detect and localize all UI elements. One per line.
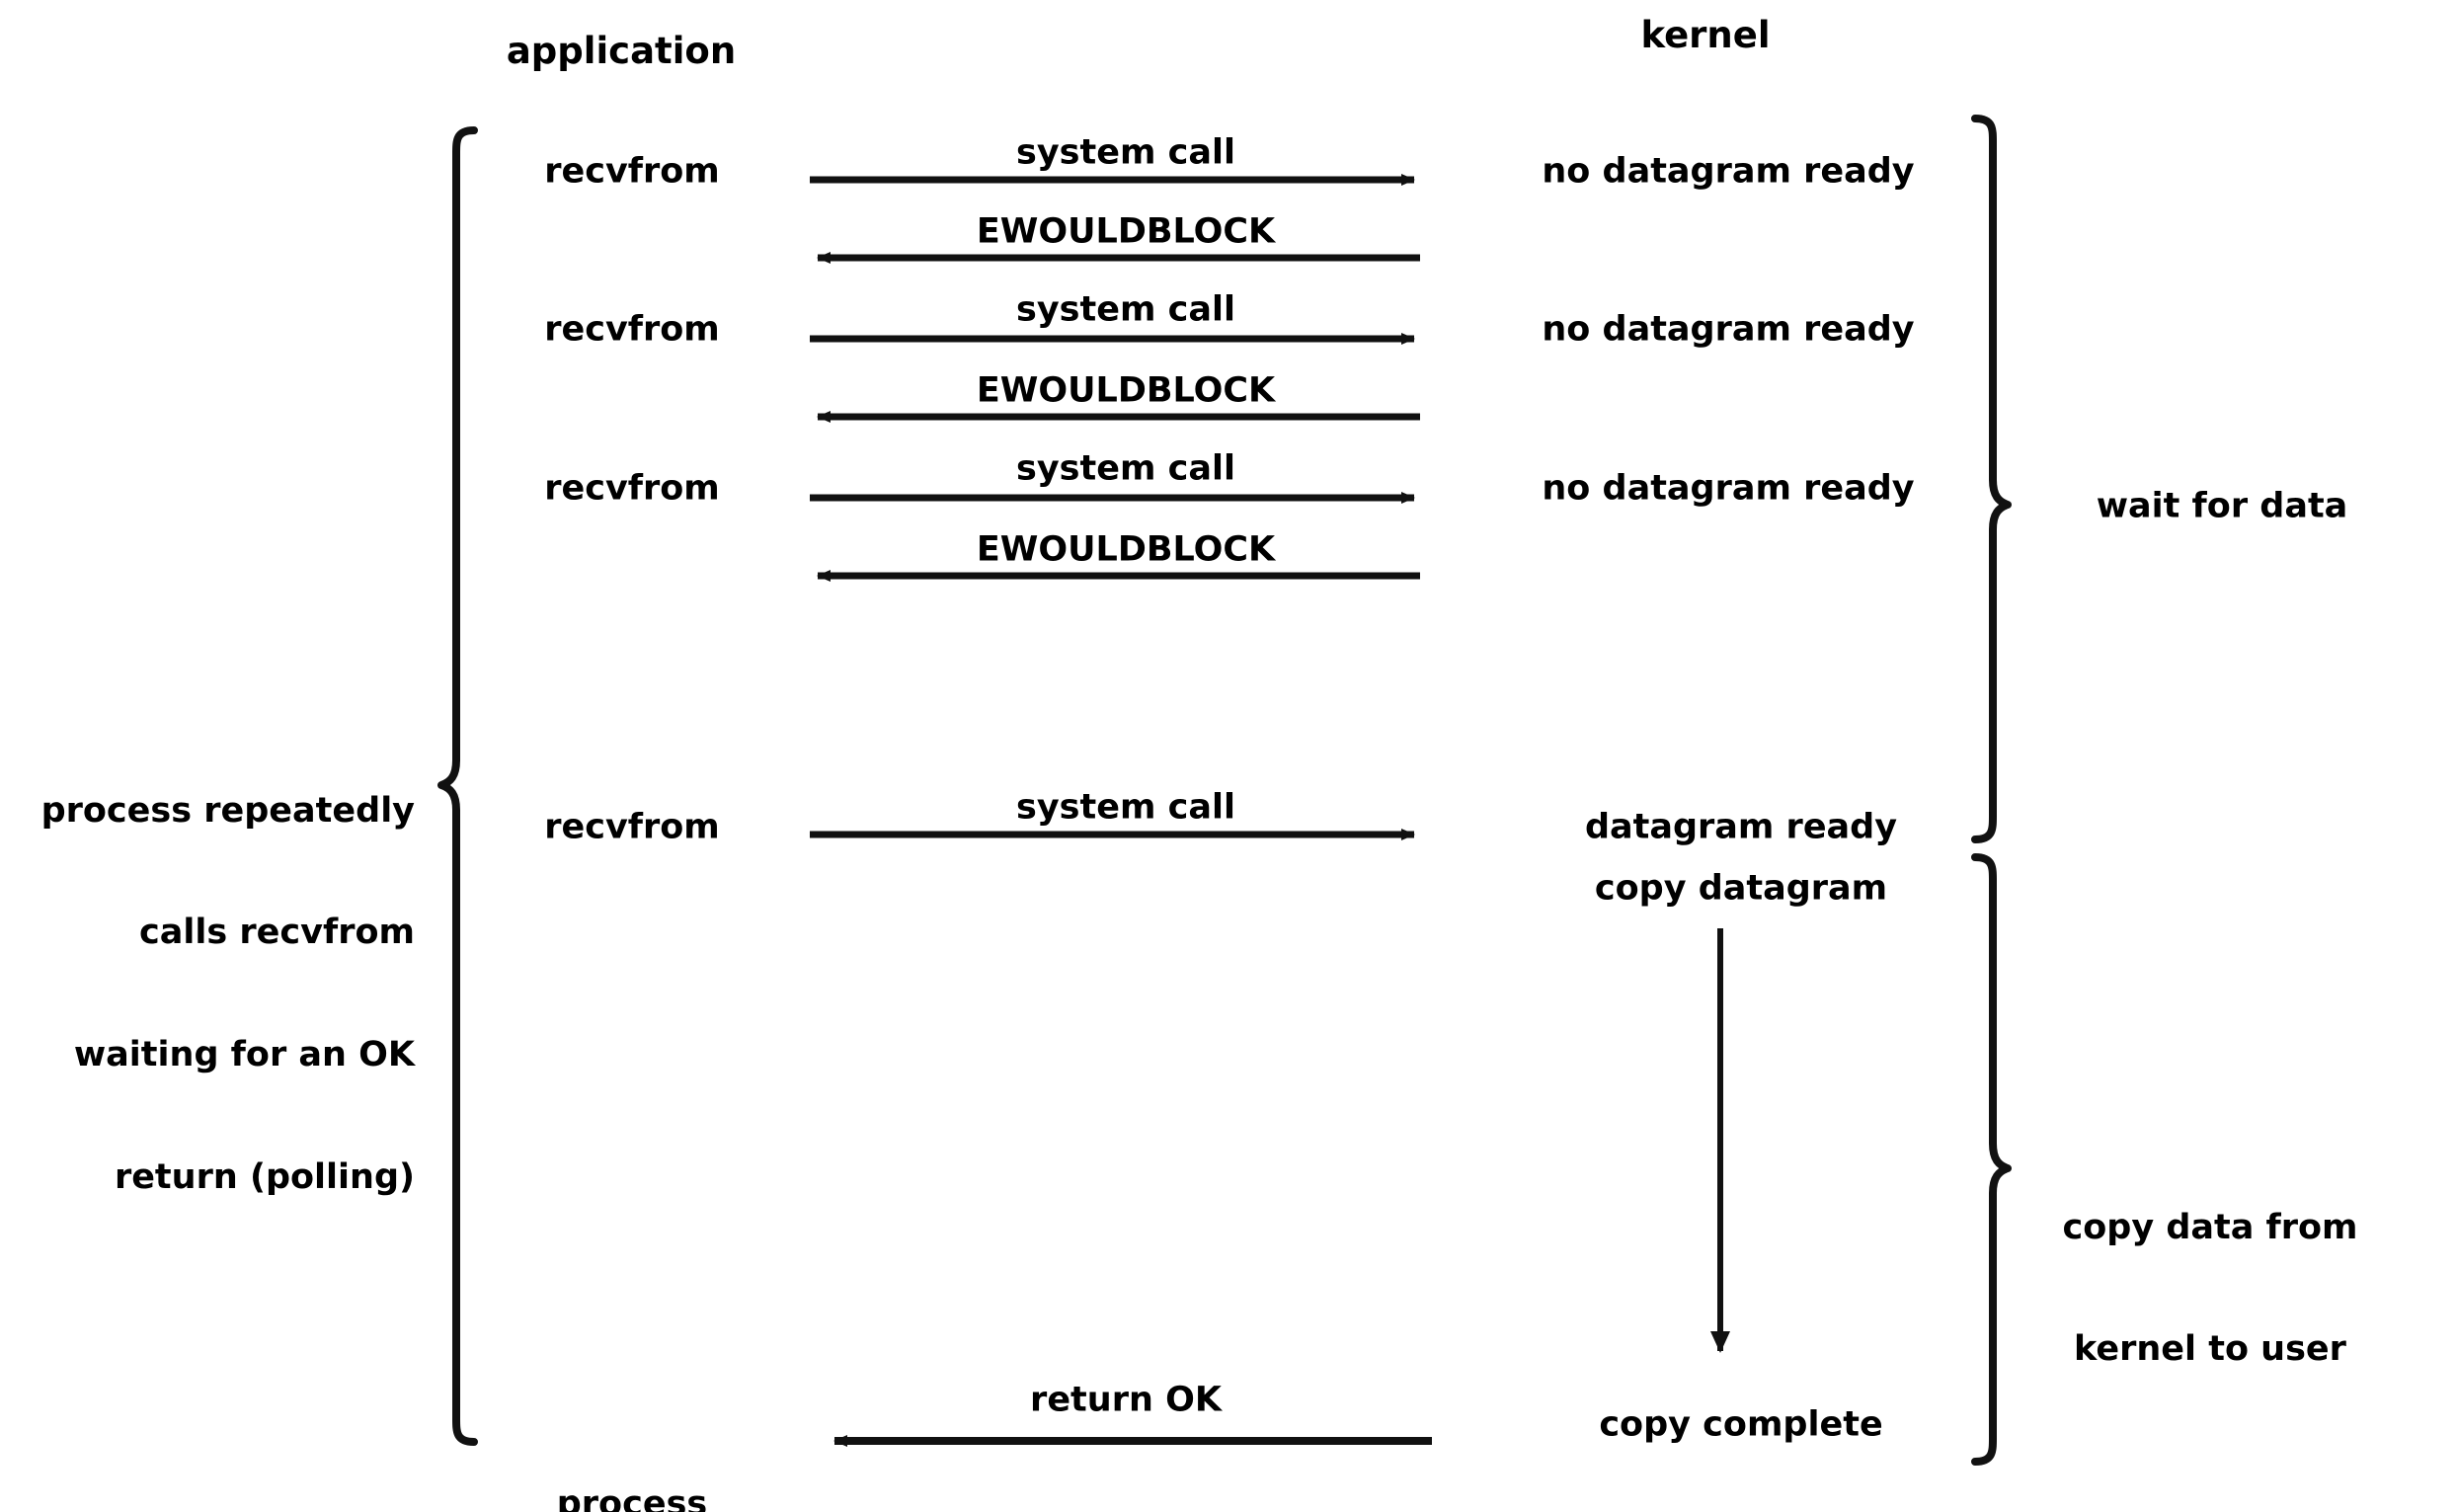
- kernel-node-no-datagram-ready-2: no datagram ready: [1542, 309, 1915, 350]
- left-note-line-4: return (polling): [114, 1157, 415, 1198]
- kernel-node-no-datagram-ready-1: no datagram ready: [1542, 151, 1915, 192]
- brace-process-polling: [437, 126, 478, 1446]
- arrow-label-ewouldblock-2: EWOULDBLOCK: [976, 370, 1276, 411]
- arrow-label-ewouldblock-3: EWOULDBLOCK: [976, 529, 1276, 570]
- brace-label-copy-data-line-2: kernel to user: [2074, 1329, 2346, 1370]
- arrow-label-system-call-4: system call: [1016, 787, 1235, 828]
- brace-copy-data: [1971, 853, 2012, 1466]
- left-note-line-3: waiting for an OK: [73, 1035, 415, 1075]
- kernel-node-copy-complete: copy complete: [1599, 1404, 1883, 1445]
- app-node-recvfrom-2: recvfrom: [544, 309, 720, 350]
- arrow-label-system-call-3: system call: [1016, 448, 1235, 489]
- column-header-kernel: kernel: [1640, 14, 1771, 57]
- brace-label-wait-for-data: wait for data: [2096, 486, 2348, 526]
- app-node-recvfrom-1: recvfrom: [544, 151, 720, 192]
- left-note-line-1: process repeatedly: [40, 790, 415, 831]
- arrow-label-ewouldblock-1: EWOULDBLOCK: [976, 211, 1276, 252]
- arrow-label-system-call-2: system call: [1016, 289, 1235, 330]
- column-header-application: application: [506, 30, 737, 73]
- kernel-node-datagram-ready: datagram ready: [1584, 807, 1898, 847]
- brace-label-copy-data: copy data from kernel to user: [2062, 1126, 2357, 1452]
- brace-label-copy-data-line-1: copy data from: [2062, 1207, 2358, 1247]
- left-note-block: process repeatedly calls recvfrom waitin…: [20, 709, 415, 1280]
- brace-wait-for-data: [1971, 115, 2012, 843]
- app-node-process-datagram: process datagram: [537, 1402, 726, 1512]
- arrow-label-return-ok: return OK: [1030, 1380, 1222, 1420]
- left-note-line-2: calls recvfrom: [139, 913, 415, 953]
- arrow-label-system-call-1: system call: [1016, 132, 1235, 173]
- app-node-process-datagram-line-1: process: [556, 1483, 708, 1512]
- kernel-node-copy-datagram: copy datagram: [1594, 868, 1888, 909]
- app-node-recvfrom-4: recvfrom: [544, 807, 720, 847]
- kernel-node-no-datagram-ready-3: no datagram ready: [1542, 468, 1915, 509]
- app-node-recvfrom-3: recvfrom: [544, 468, 720, 509]
